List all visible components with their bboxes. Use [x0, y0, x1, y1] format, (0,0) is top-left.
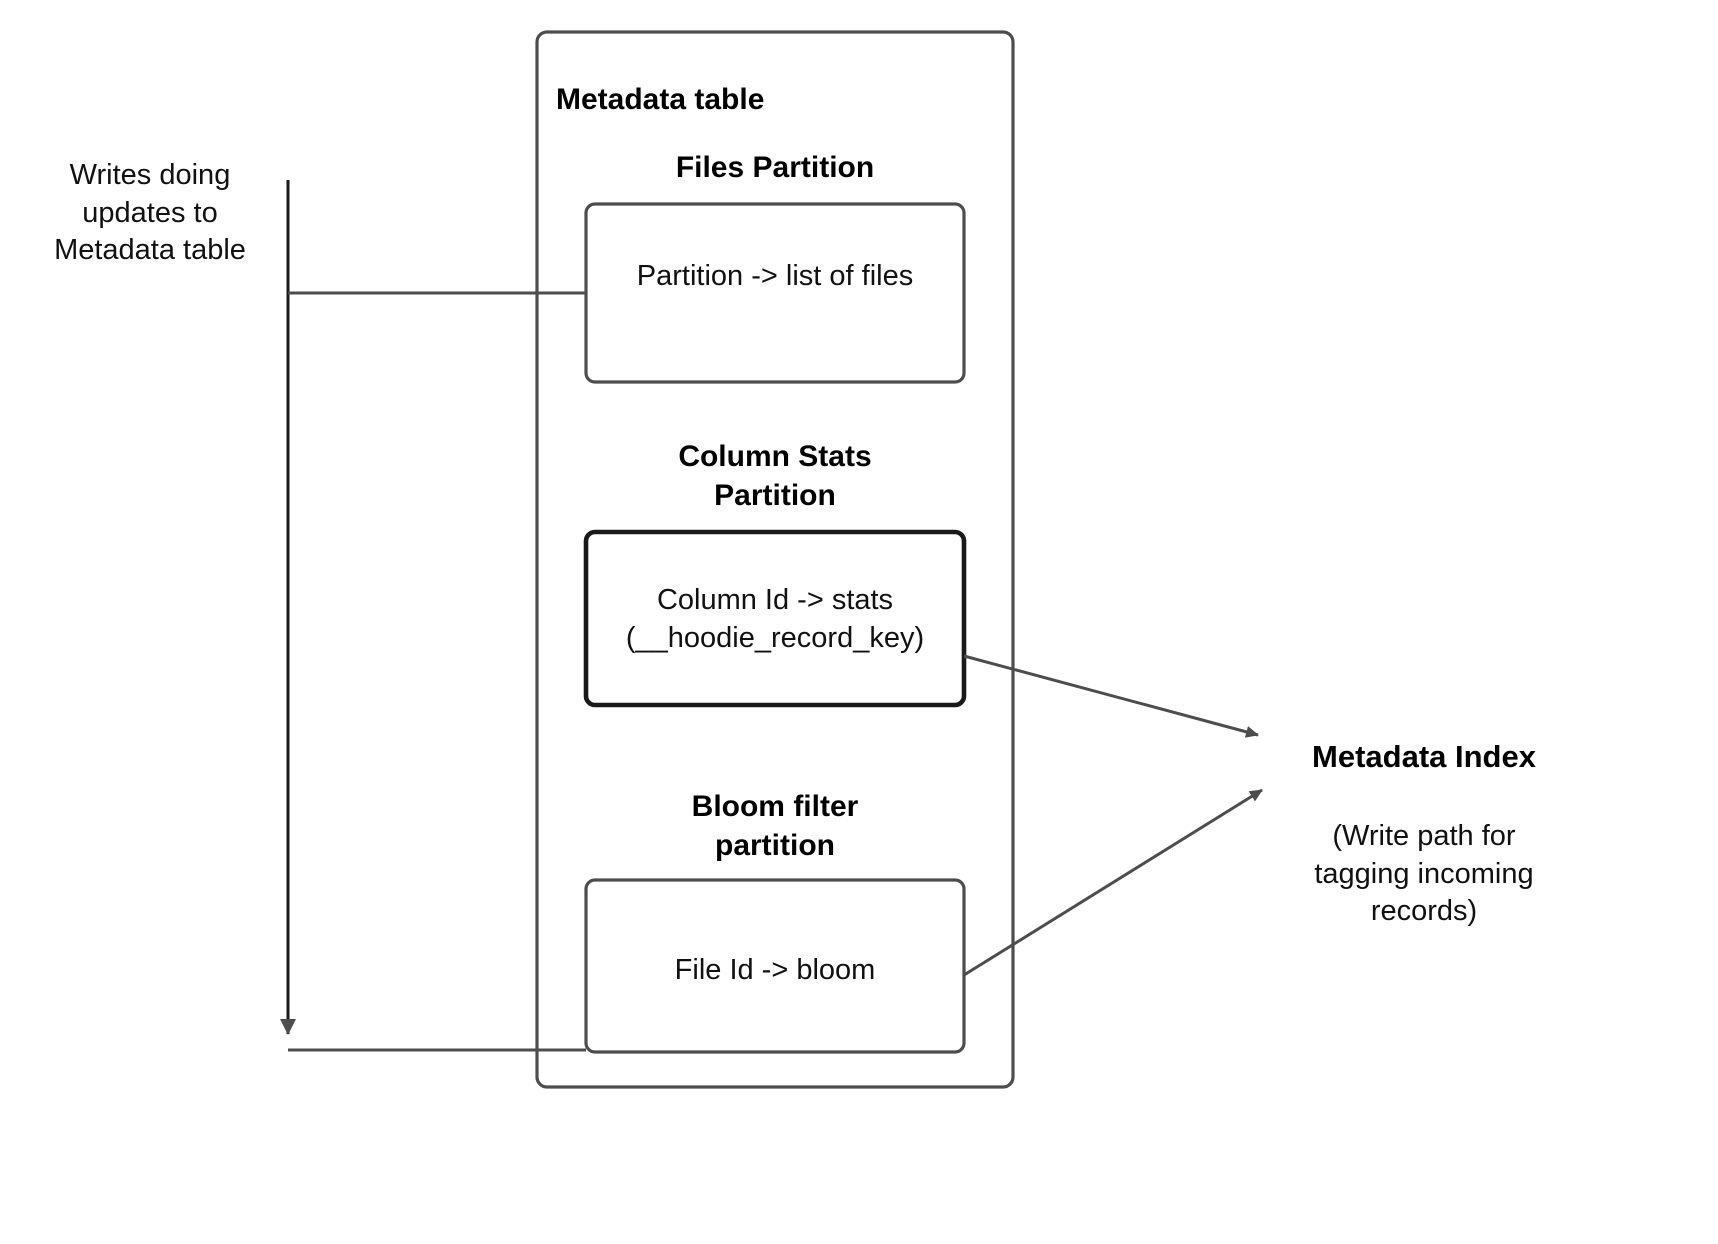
bloom-filter-partition-box-label: File Id -> bloom [674, 954, 876, 986]
column-stats-partition-heading: Column Stats Partition [678, 440, 872, 512]
files-partition-heading: Files Partition [675, 151, 875, 184]
metadata-table-frame [535, 30, 1015, 1089]
writes-note-label: Writes doing updates to Metadata table [54, 159, 246, 267]
bloom-filter-partition-heading: Bloom filter partition [691, 790, 859, 862]
metadata-index-caption: (Write path for tagging incoming records… [1314, 820, 1534, 928]
files-partition-box-label: Partition -> list of files [636, 260, 914, 292]
metadata-table-title: Metadata table [556, 83, 765, 116]
column-stats-to-metadata-index-arrow [963, 654, 1259, 738]
metadata-index-title: Metadata Index [1312, 739, 1536, 774]
bloom-to-metadata-index-arrow [963, 788, 1263, 977]
column-stats-partition-box-label: Column Id -> stats (__hoodie_record_key) [625, 584, 925, 654]
